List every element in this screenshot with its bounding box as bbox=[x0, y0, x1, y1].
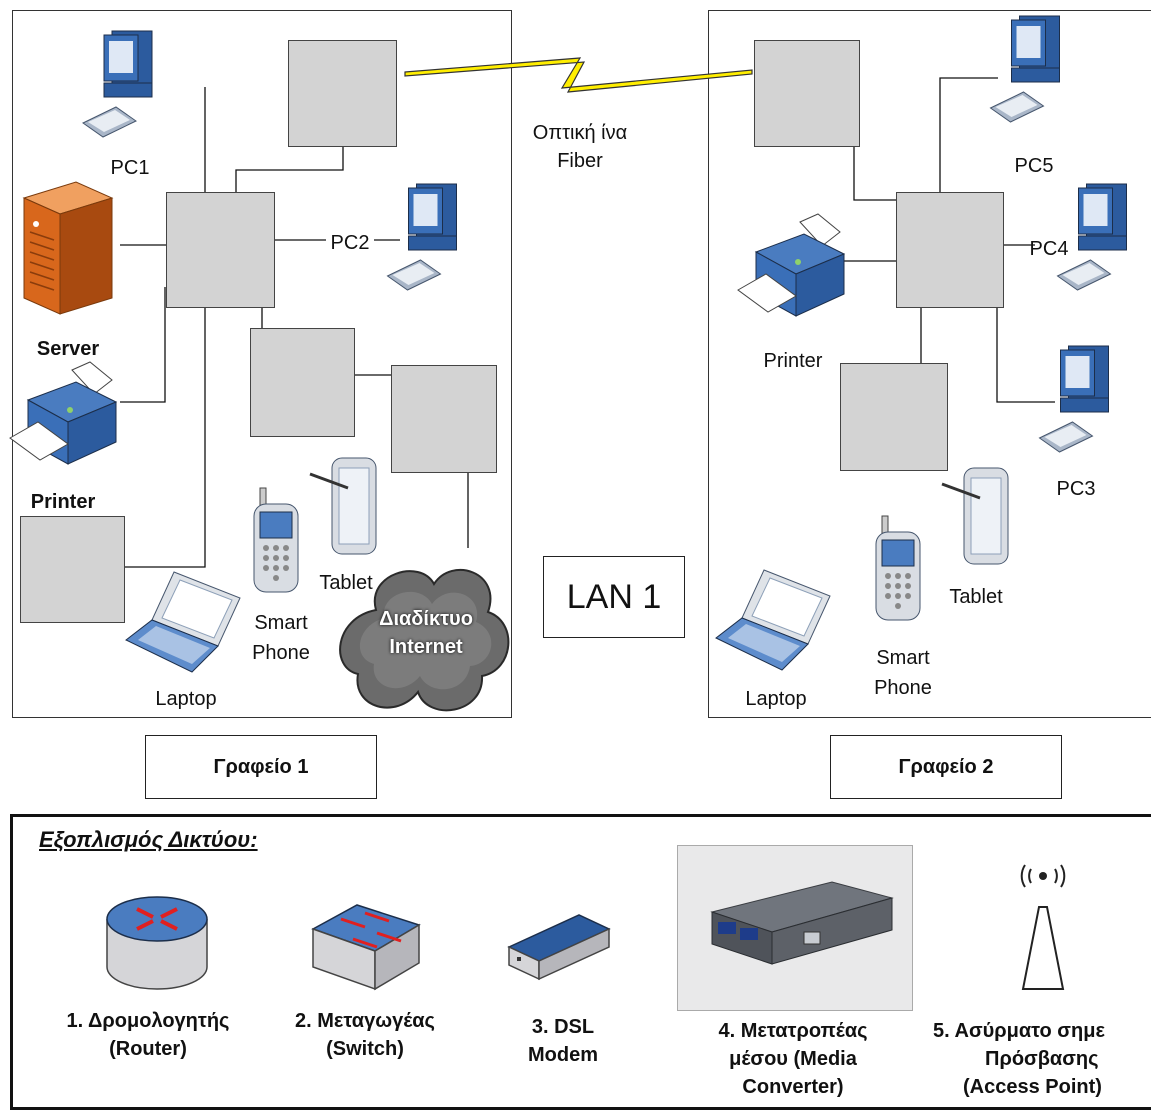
router-icon bbox=[106, 896, 208, 990]
legend-item-media-converter: 4. Μετατροπέας μέσου (Media Converter) bbox=[683, 1017, 903, 1101]
legend-switch-line1: 2. Μεταγωγέας bbox=[295, 1010, 435, 1032]
smartphone-label-office1-line1: Smart bbox=[254, 612, 308, 634]
lan-box: LAN 1 bbox=[543, 556, 685, 638]
legend-modem-line1: 3. DSL bbox=[531, 1016, 595, 1038]
modem-icon bbox=[507, 914, 611, 981]
office1-caption: Γραφείο 1 bbox=[145, 735, 377, 799]
pc5-label: PC5 bbox=[1014, 155, 1054, 177]
smartphone-icon-office1 bbox=[253, 487, 299, 593]
legend-media-line1: 4. Μετατροπέας bbox=[718, 1020, 868, 1042]
fiber-label-line1: Οπτική ίνα bbox=[532, 122, 628, 144]
pc2-label: PC2 bbox=[326, 232, 374, 254]
smartphone-label-office1-line2: Phone bbox=[252, 642, 310, 664]
tablet-label-office2: Tablet bbox=[949, 586, 1003, 608]
laptop-icon-office1 bbox=[125, 571, 241, 673]
switch-icon bbox=[311, 904, 421, 991]
tablet-icon-office1 bbox=[309, 457, 377, 555]
media-converter-device bbox=[710, 881, 894, 965]
media-converter-icon bbox=[677, 845, 913, 1011]
blank-device-box-1[interactable] bbox=[288, 40, 397, 147]
pc3-icon bbox=[1038, 345, 1109, 453]
smartphone-icon-office2 bbox=[875, 515, 921, 621]
legend-media-line3: Converter) bbox=[742, 1076, 844, 1098]
blank-device-box-7[interactable] bbox=[896, 192, 1004, 308]
legend-ap-line1: 5. Ασύρματο σημε bbox=[933, 1020, 1105, 1042]
tablet-icon-office2 bbox=[941, 467, 1009, 565]
internet-label: Διαδίκτυο Internet bbox=[346, 608, 506, 658]
laptop-label-office1: Laptop bbox=[155, 688, 217, 710]
server-label: Server bbox=[36, 338, 100, 360]
blank-device-box-5[interactable] bbox=[20, 516, 125, 623]
blank-device-box-6[interactable] bbox=[754, 40, 860, 147]
legend-item-modem: 3. DSL Modem bbox=[513, 1013, 613, 1069]
smartphone-label-office2-line2: Phone bbox=[874, 677, 932, 699]
equipment-legend: Εξοπλισμός Δικτύου: bbox=[10, 814, 1151, 1110]
legend-modem-line2: Modem bbox=[528, 1044, 598, 1066]
fiber-link-bolt bbox=[404, 57, 753, 93]
office2-caption-text: Γραφείο 2 bbox=[898, 755, 994, 778]
server-icon bbox=[22, 181, 114, 315]
legend-media-line2: μέσου (Media bbox=[729, 1048, 857, 1070]
smartphone-label-office2: Smart Phone bbox=[858, 647, 948, 699]
access-point-icon bbox=[1020, 864, 1066, 990]
pc4-label: PC4 bbox=[1029, 238, 1069, 260]
printer-label-office2: Printer bbox=[763, 350, 823, 372]
pc4-icon bbox=[1056, 183, 1127, 291]
legend-switch-line2: (Switch) bbox=[326, 1038, 404, 1060]
internet-cloud-icon bbox=[339, 568, 510, 712]
pc2-icon bbox=[386, 183, 457, 291]
printer-icon-office1 bbox=[9, 361, 118, 465]
tablet-label-office1: Tablet bbox=[319, 572, 373, 594]
blank-device-box-8[interactable] bbox=[840, 363, 948, 471]
internet-label-line2: Internet bbox=[389, 636, 463, 658]
legend-ap-line3: (Access Point) bbox=[963, 1076, 1102, 1098]
pc3-label: PC3 bbox=[1056, 478, 1096, 500]
legend-router-line2: (Router) bbox=[109, 1038, 187, 1060]
legend-item-router: 1. Δρομολογητής (Router) bbox=[53, 1007, 243, 1063]
fiber-label: Οπτική ίνα Fiber bbox=[515, 122, 645, 172]
printer-icon-office2 bbox=[737, 213, 846, 317]
blank-device-box-2[interactable] bbox=[166, 192, 275, 308]
legend-router-line1: 1. Δρομολογητής bbox=[66, 1010, 230, 1032]
legend-ap-line2: Πρόσβασης bbox=[985, 1048, 1099, 1070]
pc5-icon bbox=[989, 15, 1060, 123]
connection-lines bbox=[120, 77, 1055, 568]
printer-label-office1: Printer bbox=[30, 491, 96, 513]
legend-item-switch: 2. Μεταγωγέας (Switch) bbox=[275, 1007, 455, 1063]
office1-caption-text: Γραφείο 1 bbox=[213, 755, 309, 778]
laptop-label-office2: Laptop bbox=[745, 688, 807, 710]
pc1-icon bbox=[82, 30, 153, 138]
laptop-icon-office2 bbox=[715, 569, 831, 671]
fiber-label-line2: Fiber bbox=[557, 150, 603, 172]
blank-device-box-3[interactable] bbox=[250, 328, 355, 437]
office2-caption: Γραφείο 2 bbox=[830, 735, 1062, 799]
legend-item-access-point: 5. Ασύρματο σημε Πρόσβασης (Access Point… bbox=[933, 1017, 1151, 1101]
pc1-label: PC1 bbox=[110, 157, 150, 179]
internet-label-line1: Διαδίκτυο bbox=[379, 608, 473, 630]
blank-device-box-4[interactable] bbox=[391, 365, 497, 473]
legend-title: Εξοπλισμός Δικτύου: bbox=[39, 827, 258, 852]
smartphone-label-office2-line1: Smart bbox=[876, 647, 930, 669]
lan-box-label: LAN 1 bbox=[566, 577, 662, 616]
smartphone-label-office1: Smart Phone bbox=[236, 612, 326, 664]
